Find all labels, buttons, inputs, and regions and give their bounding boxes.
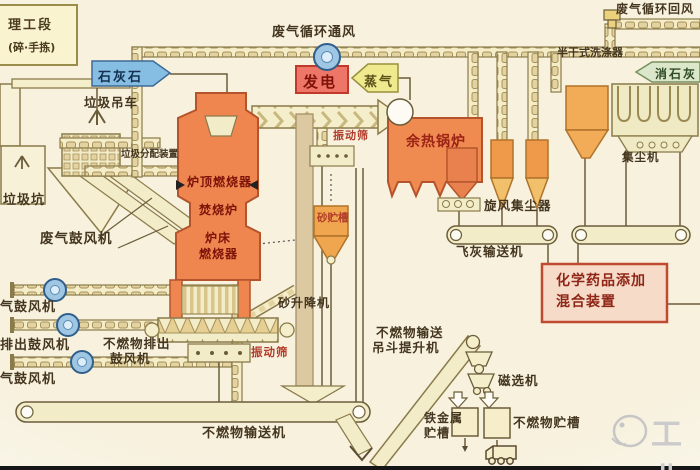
top-burner-label: 炉顶燃烧器 — [187, 175, 253, 189]
crane-label: 垃圾吊车 — [84, 95, 139, 110]
blower-icon-3 — [70, 350, 94, 374]
diagonal-chain — [247, 284, 299, 321]
sand-tank-label: 砂贮槽 — [317, 212, 349, 224]
pit-grapple-icon — [14, 155, 30, 169]
power-box — [295, 65, 349, 94]
garbage-pit-shape — [0, 83, 46, 205]
storage-tanks-shape — [451, 407, 511, 439]
noncombustible-conveyor-shape — [15, 401, 373, 462]
fan-icons — [43, 43, 341, 374]
screen-lower-label: 振动筛 — [251, 345, 289, 359]
truck-icon — [485, 445, 517, 465]
damper-valve-icon — [603, 9, 621, 29]
cyclone-shape — [489, 139, 550, 211]
blower-row1-label: 气鼓风机 — [0, 300, 57, 315]
blower-icon-2 — [56, 313, 80, 337]
noncomb-conveyor-label: 不燃物输送机 — [202, 426, 287, 441]
slaked-lime-tag-shape — [634, 61, 700, 83]
noncomb-tank-label: 不燃物贮槽 — [513, 415, 581, 430]
bed-burner-label-2: 燃烧器 — [199, 247, 239, 261]
limestone-tag: 石灰石 — [98, 70, 144, 85]
distributor-label: 垃圾分配装置 — [121, 149, 179, 160]
sand-tank-shape — [312, 205, 350, 265]
noncomb-blower-label-2: 鼓风机 — [110, 351, 151, 366]
steam-tag-shape — [350, 63, 399, 93]
power-label: 发电 — [303, 73, 338, 91]
recirc-fan-icon — [313, 43, 341, 71]
screen-upper-label: 振动筛 — [333, 129, 369, 142]
recirc-return-label: 废气循环回风 — [616, 2, 695, 16]
pit-label: 垃圾坑 — [3, 193, 46, 208]
scrubber-shape — [564, 85, 610, 159]
bag-filter-shape — [611, 83, 699, 153]
magnetic-separator-label: 磁选机 — [498, 373, 539, 388]
bucket-elevator-label-1: 不燃物输送 — [376, 325, 444, 340]
noncomb-blower-label-1: 不燃物排出 — [103, 336, 171, 351]
chemical-mixer-shape — [540, 262, 669, 324]
bucket-elevator-label-2: 吊斗提升机 — [372, 340, 440, 355]
bottom-bar — [0, 466, 700, 470]
steam-drum-icon — [386, 98, 414, 126]
flyash-conveyor-shape — [446, 225, 691, 245]
blower-row2-label: 排出鼓风机 — [0, 338, 71, 353]
intake-brackets — [10, 282, 14, 370]
incinerator-label: 焚烧炉 — [199, 203, 239, 217]
steam-tag: 蒸气 — [364, 75, 395, 90]
note-line1: 理工段 — [8, 18, 54, 33]
chemical-mixer-label-2: 混合装置 — [556, 294, 616, 310]
exhaust-blower-label: 废气鼓风机 — [40, 231, 113, 247]
recirc-vent-label: 废气循环通风 — [272, 25, 357, 40]
pipes — [97, 73, 700, 449]
sand-elevator-label: 砂升降机 — [278, 296, 331, 310]
boiler-label: 余热锅炉 — [406, 134, 466, 150]
slaked-lime-tag: 消石灰 — [655, 67, 698, 81]
watermark-logo-icon — [611, 414, 648, 448]
limestone-tag-shape — [91, 60, 172, 87]
cyclone-label: 旋风集尘器 — [484, 198, 552, 213]
down-arrows — [447, 391, 500, 409]
watermark-text: 工业 — [651, 417, 686, 470]
magnetic-separator-shape — [465, 351, 495, 396]
sand-elevator-shape — [279, 113, 355, 405]
bed-burner-label-1: 炉床 — [205, 231, 232, 245]
blower-row3-label: 气鼓风机 — [0, 372, 57, 387]
pretreatment-note: 理工段 (碎·手拣) — [0, 4, 78, 66]
blower-icon-1 — [43, 278, 67, 302]
boiler-ash-shape — [437, 147, 481, 212]
grapple-icon — [88, 109, 106, 125]
scrubber-label: 半干式洗涤器 — [557, 46, 623, 59]
ferrous-tank-label-2: 贮槽 — [424, 426, 451, 440]
note-line2: (碎·手拣) — [8, 41, 56, 54]
vibrating-conveyor-shape — [144, 317, 295, 363]
incinerator-shape — [169, 92, 261, 321]
dust-collector-label: 集尘机 — [622, 150, 660, 164]
furnace-hopper-icon — [204, 115, 238, 137]
ferrous-tank-label-1: 铁金属 — [424, 411, 464, 425]
flyash-conveyor-label: 飞灰输送机 — [456, 244, 524, 259]
chemical-mixer-label-1: 化学药品添加 — [556, 273, 646, 289]
